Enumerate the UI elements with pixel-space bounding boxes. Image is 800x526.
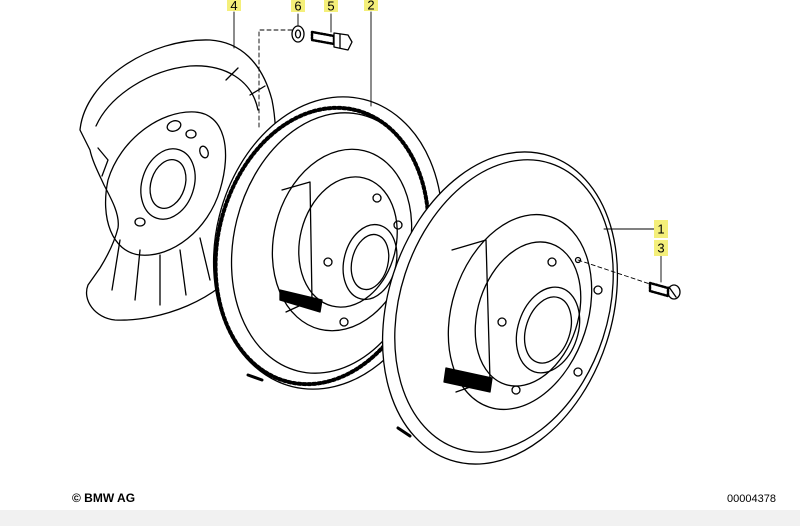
callout-label-3: 3 [657, 241, 664, 256]
brake-disc [381, 151, 619, 465]
countersunk-screw [648, 281, 681, 300]
callout-5[interactable]: 5 [324, 0, 338, 14]
diagram-number: 00004378 [727, 493, 776, 505]
washer [291, 25, 305, 43]
callout-3[interactable]: 3 [654, 240, 668, 256]
brake-dust-shield [79, 39, 277, 321]
callout-1[interactable]: 1 [654, 220, 668, 238]
hex-bolt [310, 30, 353, 51]
callout-2[interactable]: 2 [364, 0, 378, 13]
callout-6[interactable]: 6 [291, 0, 305, 14]
callout-label-1: 1 [657, 222, 664, 237]
callout-label-6: 6 [294, 0, 301, 14]
callout-4[interactable]: 4 [227, 0, 241, 13]
copyright-label: © BMW AG [72, 491, 136, 505]
leader-lines [233, 11, 662, 285]
callout-label-5: 5 [327, 0, 334, 14]
callout-label-2: 2 [367, 0, 374, 13]
callout-label-4: 4 [230, 0, 237, 13]
bottom-bar [0, 510, 800, 526]
